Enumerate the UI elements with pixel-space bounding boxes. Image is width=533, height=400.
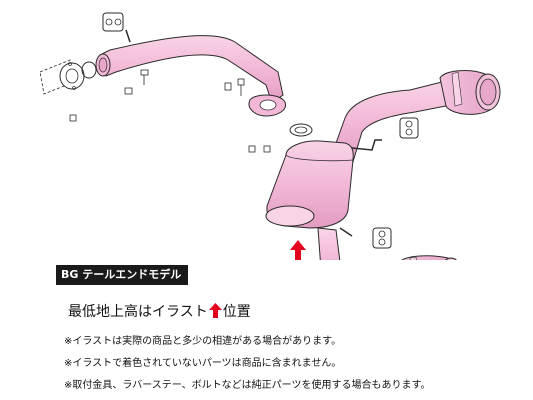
- tail-tip-upper: [439, 70, 501, 115]
- hanger-rubber-top: [102, 12, 124, 32]
- front-flange: [59, 62, 85, 90]
- exhaust-system-diagram: [39, 12, 501, 260]
- muffler-body: [265, 140, 354, 229]
- tail-tip-lower: [401, 255, 457, 260]
- gasket-ring: [81, 61, 97, 79]
- headline-after: 位置: [222, 304, 251, 320]
- ground-clearance-note: 最低地上高はイラスト位置: [68, 301, 251, 321]
- note-stock-hardware: ※取付金具、ラバーステー、ボルトなどは純正パーツを使用する場合もあります。: [64, 380, 431, 391]
- hanger-rod-lower: [339, 227, 353, 237]
- note-uncolored-parts: ※イラストで着色されていないパーツは商品に含まれません。: [64, 358, 342, 369]
- up-arrow-icon: [208, 303, 222, 318]
- hanger-rubber-right: [399, 117, 419, 139]
- front-pipe: [95, 35, 284, 104]
- note-illustration-difference: ※イラストは実際の商品と多少の相違がある場合があります。: [64, 336, 342, 347]
- muffler-bracket: [351, 139, 382, 151]
- muffler-gasket: [289, 123, 313, 137]
- model-badge: BG テールエンドモデル: [56, 265, 188, 285]
- hanger-rubber-lower: [372, 227, 392, 249]
- ground-clearance-arrow-icon: [290, 240, 306, 260]
- center-flange: [248, 94, 287, 117]
- rear-pipe-lower: [317, 227, 341, 260]
- bolts: [69, 69, 271, 153]
- headline-before: 最低地上高はイラスト: [68, 304, 208, 320]
- hanger-rod-top: [125, 29, 131, 43]
